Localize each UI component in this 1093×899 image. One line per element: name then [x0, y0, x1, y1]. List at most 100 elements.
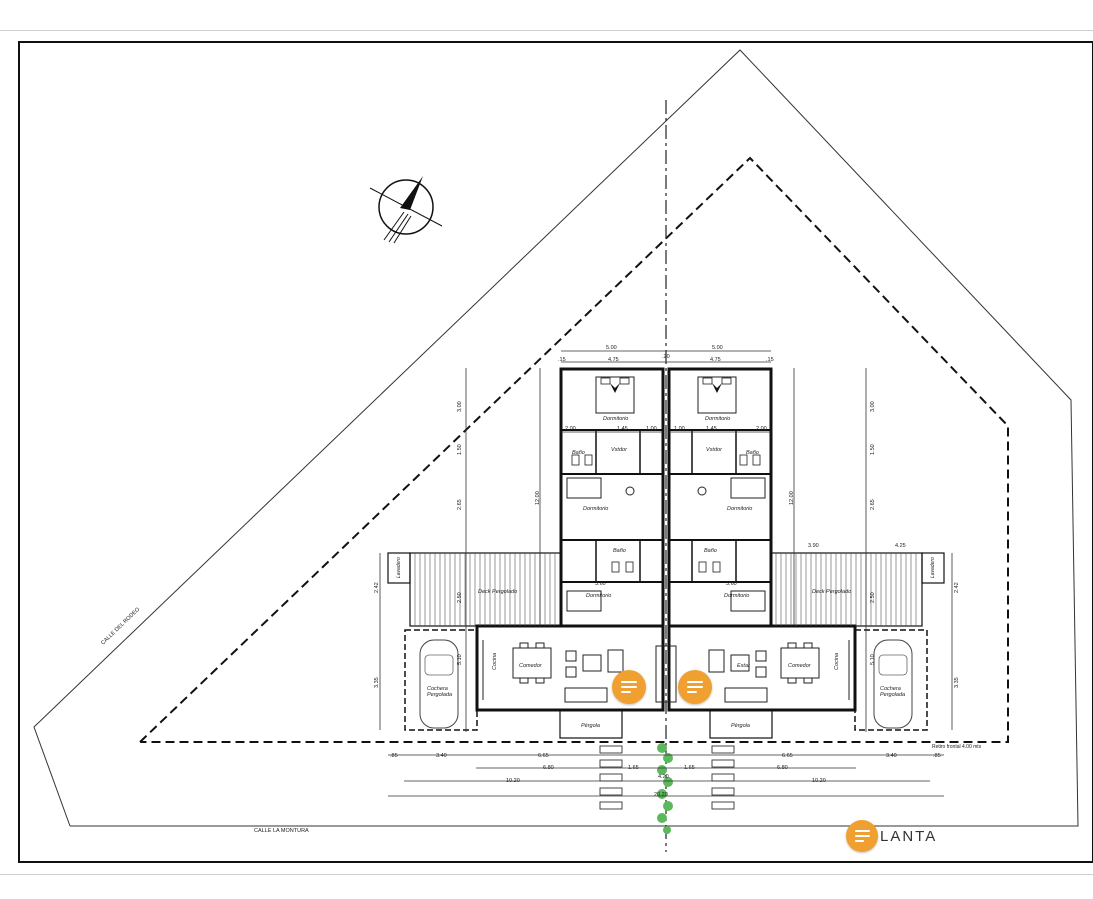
unit-left-laundry — [387, 552, 411, 584]
svg-text:.15: .15 — [558, 357, 566, 363]
room-label: Comedor — [519, 663, 543, 669]
svg-text:6.80: 6.80 — [543, 765, 554, 771]
svg-text:2.42: 2.42 — [954, 582, 960, 593]
room-label: Estar — [737, 663, 751, 669]
unit-right-laundry — [921, 552, 945, 584]
svg-text:6.80: 6.80 — [777, 765, 788, 771]
svg-text:1.45: 1.45 — [617, 426, 628, 432]
svg-text:1.45: 1.45 — [706, 426, 717, 432]
room-label: Dormitorio — [603, 416, 628, 422]
room-label: Lavadero — [396, 557, 402, 578]
brand-logo: LANTA — [846, 820, 937, 852]
room-label: Pérgola — [581, 723, 600, 729]
svg-text:.85: .85 — [390, 753, 398, 759]
vertical-dimension-labels: 3.00 1.50 2.65 2.50 5.10 12.00 12.00 3.0… — [374, 401, 960, 688]
svg-text:2.65: 2.65 — [457, 499, 463, 510]
room-label: Pérgola — [731, 723, 750, 729]
room-label: Baño — [572, 450, 585, 456]
unit-left — [387, 367, 665, 739]
lot-boundary — [33, 49, 1079, 827]
central-strip — [655, 645, 677, 703]
svg-text:1.00: 1.00 — [674, 426, 685, 432]
dimension-lines — [379, 350, 953, 797]
room-label: Deck Pergolado — [812, 589, 851, 595]
svg-text:1.00: 1.00 — [646, 426, 657, 432]
svg-text:6.65: 6.65 — [782, 753, 793, 759]
hedge-plants — [657, 743, 673, 834]
svg-text:20.20: 20.20 — [654, 792, 668, 798]
north-arrow-icon — [369, 176, 443, 244]
svg-text:3.90: 3.90 — [808, 543, 819, 549]
svg-text:3.40: 3.40 — [436, 753, 447, 759]
svg-text:3.35: 3.35 — [374, 677, 380, 688]
svg-text:3.00: 3.00 — [870, 401, 876, 412]
unit-left-deck — [409, 552, 562, 627]
svg-text:1.65: 1.65 — [684, 765, 695, 771]
car-icon — [873, 639, 913, 729]
setback-note: Retiro frontal 4.00 mts — [932, 744, 982, 750]
street-left-label: CALLE DEL RODEO — [100, 606, 141, 646]
svg-text:.85: .85 — [933, 753, 941, 759]
svg-text:4.20: 4.20 — [658, 774, 669, 780]
room-label: Dormitorio — [583, 506, 608, 512]
room-label: Deck Pergolado — [478, 589, 517, 595]
unit-left-pergola — [559, 709, 623, 739]
svg-text:.20: .20 — [662, 354, 670, 360]
menu-lines-icon[interactable] — [612, 670, 646, 704]
svg-text:4.75: 4.75 — [608, 357, 619, 363]
svg-text:10.20: 10.20 — [812, 778, 826, 784]
menu-lines-icon[interactable] — [846, 820, 878, 852]
svg-text:3.40: 3.40 — [886, 753, 897, 759]
svg-text:5.10: 5.10 — [457, 654, 463, 665]
svg-text:2.42: 2.42 — [374, 582, 380, 593]
setback-line — [139, 156, 1009, 743]
svg-text:2.65: 2.65 — [870, 499, 876, 510]
menu-lines-icon[interactable] — [678, 670, 712, 704]
car-icon — [419, 639, 459, 729]
svg-text:2.00: 2.00 — [565, 426, 576, 432]
drawing-frame — [18, 41, 1093, 863]
unit-right-pergola — [709, 709, 773, 739]
room-label: Cocina — [492, 653, 498, 670]
svg-text:3.60: 3.60 — [595, 581, 606, 587]
svg-text:1.50: 1.50 — [457, 444, 463, 455]
svg-text:2.50: 2.50 — [870, 592, 876, 603]
room-label: Cocina — [834, 653, 840, 670]
svg-text:3.60: 3.60 — [726, 581, 737, 587]
dimension-labels: 5.00 5.00 4.75 4.75 .15 .15 .20 2.00 1.4… — [390, 345, 941, 798]
svg-text:12.00: 12.00 — [789, 491, 795, 505]
room-label: Dormitorio — [724, 593, 749, 599]
room-label: Lavadero — [930, 557, 936, 578]
svg-text:4.25: 4.25 — [895, 543, 906, 549]
svg-text:2.00: 2.00 — [756, 426, 767, 432]
room-label: Baño — [613, 548, 626, 554]
svg-text:5.00: 5.00 — [606, 345, 617, 351]
svg-text:6.65: 6.65 — [538, 753, 549, 759]
svg-text:1.50: 1.50 — [870, 444, 876, 455]
brand-wordmark: LANTA — [880, 827, 938, 845]
svg-text:5.00: 5.00 — [712, 345, 723, 351]
room-label: Baño — [746, 450, 759, 456]
svg-text:1.65: 1.65 — [628, 765, 639, 771]
room-label: Dormitorio — [586, 593, 611, 599]
svg-text:2.50: 2.50 — [457, 592, 463, 603]
room-label: Dormitorio — [705, 416, 730, 422]
svg-text:3.00: 3.00 — [457, 401, 463, 412]
top-divider — [0, 30, 1093, 31]
room-label: Baño — [704, 548, 717, 554]
bottom-divider — [0, 874, 1093, 875]
svg-text:3.35: 3.35 — [954, 677, 960, 688]
svg-text:10.20: 10.20 — [506, 778, 520, 784]
room-label: Vstdor — [611, 447, 628, 453]
unit-right-deck — [770, 552, 923, 627]
room-label: Vstdor — [706, 447, 723, 453]
svg-text:5.10: 5.10 — [870, 654, 876, 665]
svg-text:12.00: 12.00 — [535, 491, 541, 505]
svg-text:.15: .15 — [766, 357, 774, 363]
room-label: Dormitorio — [727, 506, 752, 512]
unit-right-garage — [854, 629, 928, 731]
unit-left-garage — [404, 629, 478, 731]
